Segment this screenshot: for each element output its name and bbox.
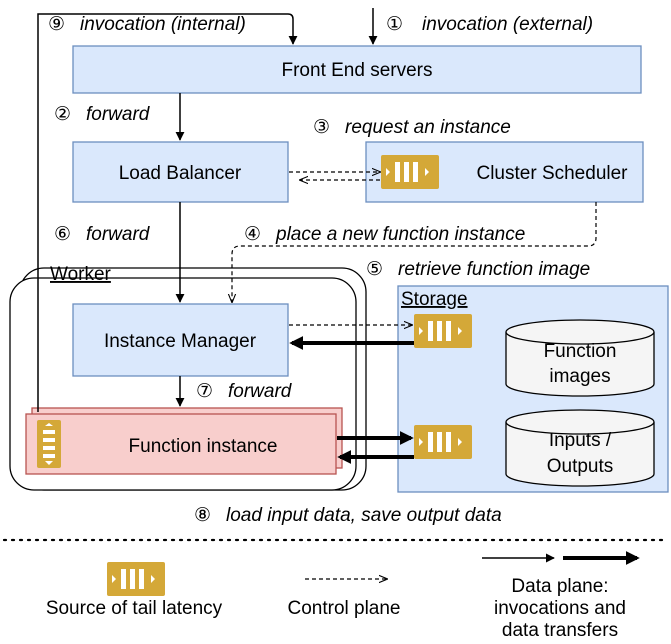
inputs-outputs-db: Inputs / Outputs [505,409,655,487]
step2-num: ② [54,104,71,125]
step9-num: ⑨ [48,14,65,35]
step6-text: forward [86,224,151,245]
load-balancer-label: Load Balancer [119,163,242,184]
step3-num: ③ [313,117,330,138]
legend-control-plane: Control plane [287,598,400,619]
inputs-outputs-line2: Outputs [547,456,614,477]
load-balancer [72,141,289,203]
step8-text: load input data, save output data [226,505,502,526]
step7-num: ⑦ [196,381,213,402]
front-end-servers [72,45,642,94]
step2-text: forward [86,104,151,125]
function-images-db: Function images [505,319,655,397]
legend-data-plane-1: Data plane: [511,576,608,597]
instance-manager-label: Instance Manager [104,331,257,352]
legend-tail-latency: Source of tail latency [46,598,223,619]
step4-num: ④ [244,224,261,245]
legend-queue-icon [107,562,165,596]
step3-text: request an instance [345,117,511,138]
function-instance-label: Function instance [129,436,278,457]
function-images-line2: images [549,366,610,387]
step5-text: retrieve function image [398,259,590,280]
step1-text: invocation (external) [422,14,593,35]
front-end-label: Front End servers [282,60,433,81]
function-queue-icon [37,420,61,468]
cluster-scheduler-label: Cluster Scheduler [476,163,628,184]
arrow-place-instance [232,202,597,302]
function-instance [25,413,337,475]
scheduler-queue-icon [381,155,439,189]
image-queue-icon [414,314,472,348]
legend-data-plane-2: invocations and [494,598,626,619]
arrow-invocation-internal [37,13,298,412]
step7-text: forward [228,381,293,402]
worker-label: Worker [50,264,112,285]
step8-num: ⑧ [194,505,211,526]
step1-num: ① [386,14,403,35]
data-queue-icon [414,425,472,459]
step4-text: place a new function instance [275,224,525,245]
legend-data-plane-3: data transfers [502,620,618,641]
function-images-line1: Function [544,341,617,362]
step9-text: invocation (internal) [80,14,246,35]
instance-manager [72,303,289,377]
step6-num: ⑥ [54,224,71,245]
step5-num: ⑤ [366,259,383,280]
storage-label: Storage [401,289,468,310]
inputs-outputs-line1: Inputs / [549,430,612,451]
